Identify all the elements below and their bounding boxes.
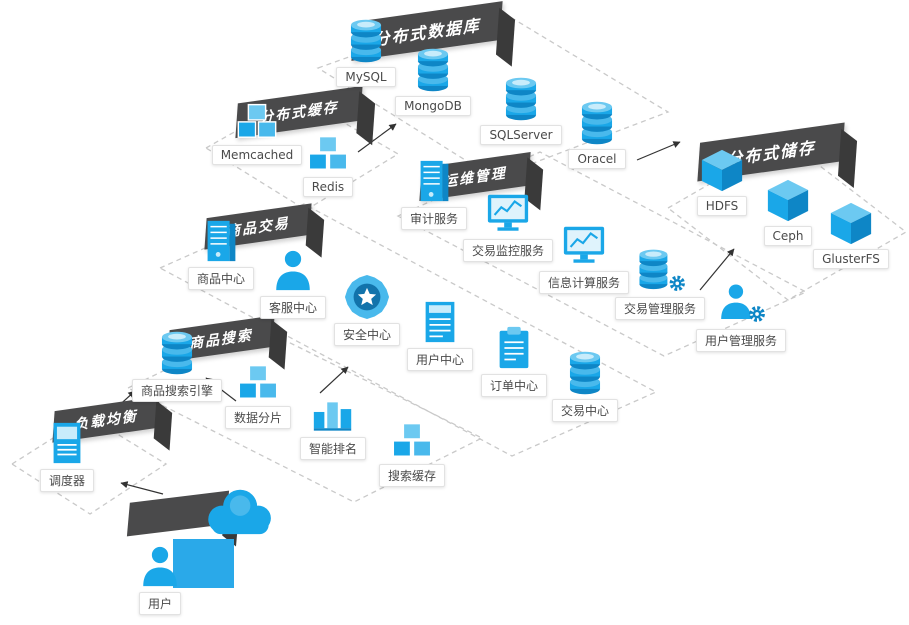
arrow-ops-to-storage xyxy=(699,248,735,291)
node-label: 用户中心 xyxy=(406,348,473,371)
stacked-boxes-icon xyxy=(234,96,280,142)
node-data-shard: 数据分片 xyxy=(210,357,306,429)
storage-cube-icon xyxy=(828,200,874,246)
node-label: GlusterFS xyxy=(813,249,889,269)
node-user-mgmt-service: 用户管理服务 xyxy=(693,280,789,352)
node-label: 安全中心 xyxy=(333,323,400,346)
node-label: MongoDB xyxy=(395,96,471,116)
node-scheduler: 调度器 xyxy=(19,420,115,492)
node-hdfs: HDFS xyxy=(674,147,770,216)
node-label: 商品搜索引擎 xyxy=(131,379,222,402)
storage-cube-icon xyxy=(699,147,745,193)
arrow-cache-to-database xyxy=(357,123,397,153)
node-service-center: 客服中心 xyxy=(245,247,341,319)
person-icon xyxy=(137,543,183,589)
node-label: 交易中心 xyxy=(551,399,618,422)
node-redis: Redis xyxy=(280,128,376,197)
node-order-center: 订单中心 xyxy=(466,325,562,397)
node-trade-monitor-service: 交易监控服务 xyxy=(460,190,556,262)
platform-trade xyxy=(158,203,658,457)
node-label: Redis xyxy=(302,177,354,197)
database-icon xyxy=(574,100,620,146)
node-label: 商品中心 xyxy=(187,267,254,290)
monitor-icon xyxy=(561,222,607,268)
person-icon xyxy=(270,247,316,293)
node-label: 审计服务 xyxy=(400,207,467,230)
node-mongodb: MongoDB xyxy=(385,47,481,116)
node-label: 调度器 xyxy=(39,469,94,492)
node-label: 信息计算服务 xyxy=(538,271,629,294)
node-ceph: Ceph xyxy=(740,177,836,246)
node-search-engine: 商品搜索引擎 xyxy=(129,330,225,402)
node-oracle: Oracel xyxy=(549,100,645,169)
node-smart-rank: 智能排名 xyxy=(285,388,381,460)
node-trade-center: 交易中心 xyxy=(537,350,633,422)
cloud-icon xyxy=(198,484,280,545)
node-user: 用户 xyxy=(112,543,208,615)
database-icon xyxy=(410,47,456,93)
node-product-center: 商品中心 xyxy=(173,218,269,290)
node-mysql: MySQL xyxy=(318,18,414,87)
node-search-cache: 搜索缓存 xyxy=(364,415,460,487)
node-trade-mgmt-service: 交易管理服务 xyxy=(612,248,708,320)
node-label: 智能排名 xyxy=(299,437,366,460)
server-rack-icon xyxy=(198,218,244,264)
node-audit-service: 审计服务 xyxy=(386,158,482,230)
node-info-compute-service: 信息计算服务 xyxy=(536,222,632,294)
node-memcached: Memcached xyxy=(209,96,305,165)
node-sqlserver: SQLServer xyxy=(473,76,569,145)
stacked-boxes-icon xyxy=(305,128,351,174)
database-icon xyxy=(154,330,200,376)
node-label: 数据分片 xyxy=(224,406,291,429)
server-rack-icon xyxy=(411,158,457,204)
node-label: 搜索缓存 xyxy=(378,464,445,487)
node-label: 交易管理服务 xyxy=(614,297,705,320)
node-glusterfs: GlusterFS xyxy=(803,200,899,269)
node-label: MySQL xyxy=(336,67,396,87)
node-label: Memcached xyxy=(211,145,303,165)
stacked-boxes-icon xyxy=(389,415,435,461)
node-security-center: 安全中心 xyxy=(319,274,415,346)
clipboard-icon xyxy=(491,325,537,371)
arrow-database-to-storage xyxy=(636,141,681,161)
monitor-icon xyxy=(485,190,531,236)
node-label: 用户 xyxy=(138,592,181,615)
bar-chart-icon xyxy=(310,388,356,434)
arrow-rank-up xyxy=(319,366,349,394)
blue-square xyxy=(173,539,234,588)
shield-star-icon xyxy=(344,274,390,320)
node-label: 订单中心 xyxy=(480,374,547,397)
document-icon xyxy=(417,299,463,345)
node-label: Ceph xyxy=(763,226,813,246)
database-icon xyxy=(562,350,608,396)
person-gear-icon xyxy=(721,284,765,322)
node-user-center: 用户中心 xyxy=(392,299,488,371)
node-label: 客服中心 xyxy=(259,296,326,319)
platform-database xyxy=(316,5,670,179)
node-label: 交易监控服务 xyxy=(462,239,553,262)
platform-lb xyxy=(10,415,168,515)
arrow-user-to-scheduler xyxy=(120,481,164,495)
database-icon xyxy=(343,18,389,64)
node-label: 用户管理服务 xyxy=(695,329,786,352)
node-label: Oracel xyxy=(568,149,626,169)
node-label: SQLServer xyxy=(480,125,562,145)
stacked-boxes-icon xyxy=(235,357,281,403)
node-label: HDFS xyxy=(696,196,748,216)
database-gear-icon xyxy=(639,249,685,292)
scheduler-cabinet-icon xyxy=(44,420,90,466)
database-icon xyxy=(498,76,544,122)
